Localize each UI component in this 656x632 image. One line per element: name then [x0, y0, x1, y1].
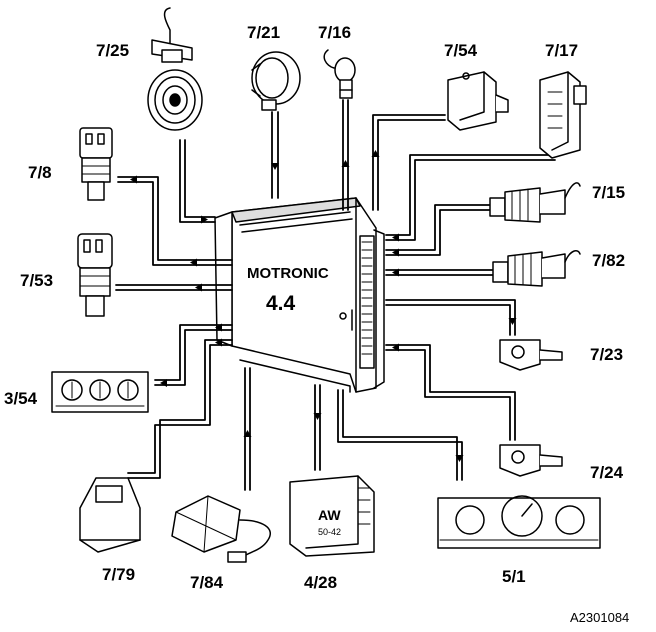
knock-sensor-7-23-icon — [499, 339, 563, 371]
label-7-23: 7/23 — [590, 345, 624, 364]
pressure-switch-7-8-icon — [79, 127, 113, 201]
label-7-8: 7/8 — [28, 163, 52, 182]
actuator-7-21-icon — [251, 51, 301, 111]
gearbox-module-title: AW — [318, 507, 341, 523]
module-7-79-icon — [79, 477, 141, 553]
sensor-7-16-icon — [323, 49, 356, 99]
label-7-54: 7/54 — [444, 41, 478, 60]
label-7-84: 7/84 — [190, 573, 224, 592]
module-7-84-icon — [171, 495, 271, 563]
label-7-79: 7/79 — [102, 565, 136, 584]
air-mass-meter-icon — [539, 71, 587, 159]
label-4-28: 4/28 — [304, 573, 338, 592]
label-7-25: 7/25 — [96, 41, 130, 60]
gearbox-module-icon — [289, 475, 375, 557]
oxygen-sensor-7-82-icon — [492, 249, 581, 287]
label-7-24: 7/24 — [590, 463, 624, 482]
label-7-15: 7/15 — [592, 183, 626, 202]
gearbox-module-subtitle: 50-42 — [318, 527, 342, 537]
knock-sensor-7-24-icon — [499, 444, 563, 477]
label-7-21: 7/21 — [247, 23, 281, 42]
ecu-unit — [214, 197, 385, 393]
label-7-17: 7/17 — [545, 41, 579, 60]
label-7-82: 7/82 — [592, 251, 626, 270]
ecu-version: 4.4 — [266, 292, 296, 315]
ecu-title: MOTRONIC — [247, 265, 329, 282]
oxygen-sensor-7-15-icon — [489, 182, 581, 223]
label-7-16: 7/16 — [318, 23, 352, 42]
label-7-53: 7/53 — [20, 271, 54, 290]
crank-sensor-icon — [147, 7, 203, 131]
signal-arrowheads — [130, 150, 517, 462]
label-5-1: 5/1 — [502, 567, 526, 586]
label-3-54: 3/54 — [4, 389, 38, 408]
figure-reference: A2301084 — [570, 610, 630, 625]
instrument-cluster-icon — [437, 495, 601, 549]
wiring-lines — [115, 99, 556, 491]
climate-panel-icon — [51, 371, 149, 413]
pressure-switch-7-53-icon — [77, 233, 113, 317]
sensor-7-54-icon — [447, 71, 509, 131]
